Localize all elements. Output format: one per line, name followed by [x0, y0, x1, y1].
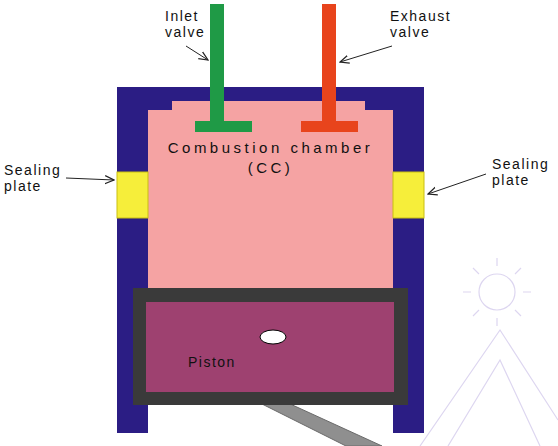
sealing-plate	[117, 172, 148, 218]
leader-line	[428, 174, 486, 194]
leader-line	[66, 178, 114, 180]
watermark	[420, 258, 558, 446]
part-label: Sealing plate	[492, 156, 554, 188]
leader-line	[340, 46, 392, 62]
valve-stem	[322, 4, 336, 122]
piston-frame	[133, 288, 408, 405]
watermark-sun	[479, 274, 515, 310]
part-label: Exhaust valve	[390, 8, 470, 40]
head-step	[148, 101, 172, 110]
part-label: Sealing plate	[4, 162, 66, 194]
node-text: Combustion chamber (CC)	[166, 138, 376, 178]
valve-head	[195, 121, 252, 132]
chamber-fill	[148, 101, 393, 288]
piston-pin	[260, 330, 286, 344]
cylinder-head	[117, 87, 424, 101]
valve-stem	[210, 4, 224, 122]
piston-fill	[146, 302, 394, 392]
piston-body: Piston	[146, 302, 394, 392]
watermark-rays	[463, 258, 531, 326]
leader-line	[186, 46, 208, 60]
part-label: Inlet valve	[165, 8, 221, 40]
valve-head	[301, 121, 358, 132]
combustion-chamber: Combustion chamber (CC)	[148, 132, 393, 288]
node-text: Piston	[188, 354, 308, 370]
watermark-figure	[420, 330, 558, 446]
head-step	[365, 101, 393, 110]
sealing-plate	[393, 172, 424, 218]
